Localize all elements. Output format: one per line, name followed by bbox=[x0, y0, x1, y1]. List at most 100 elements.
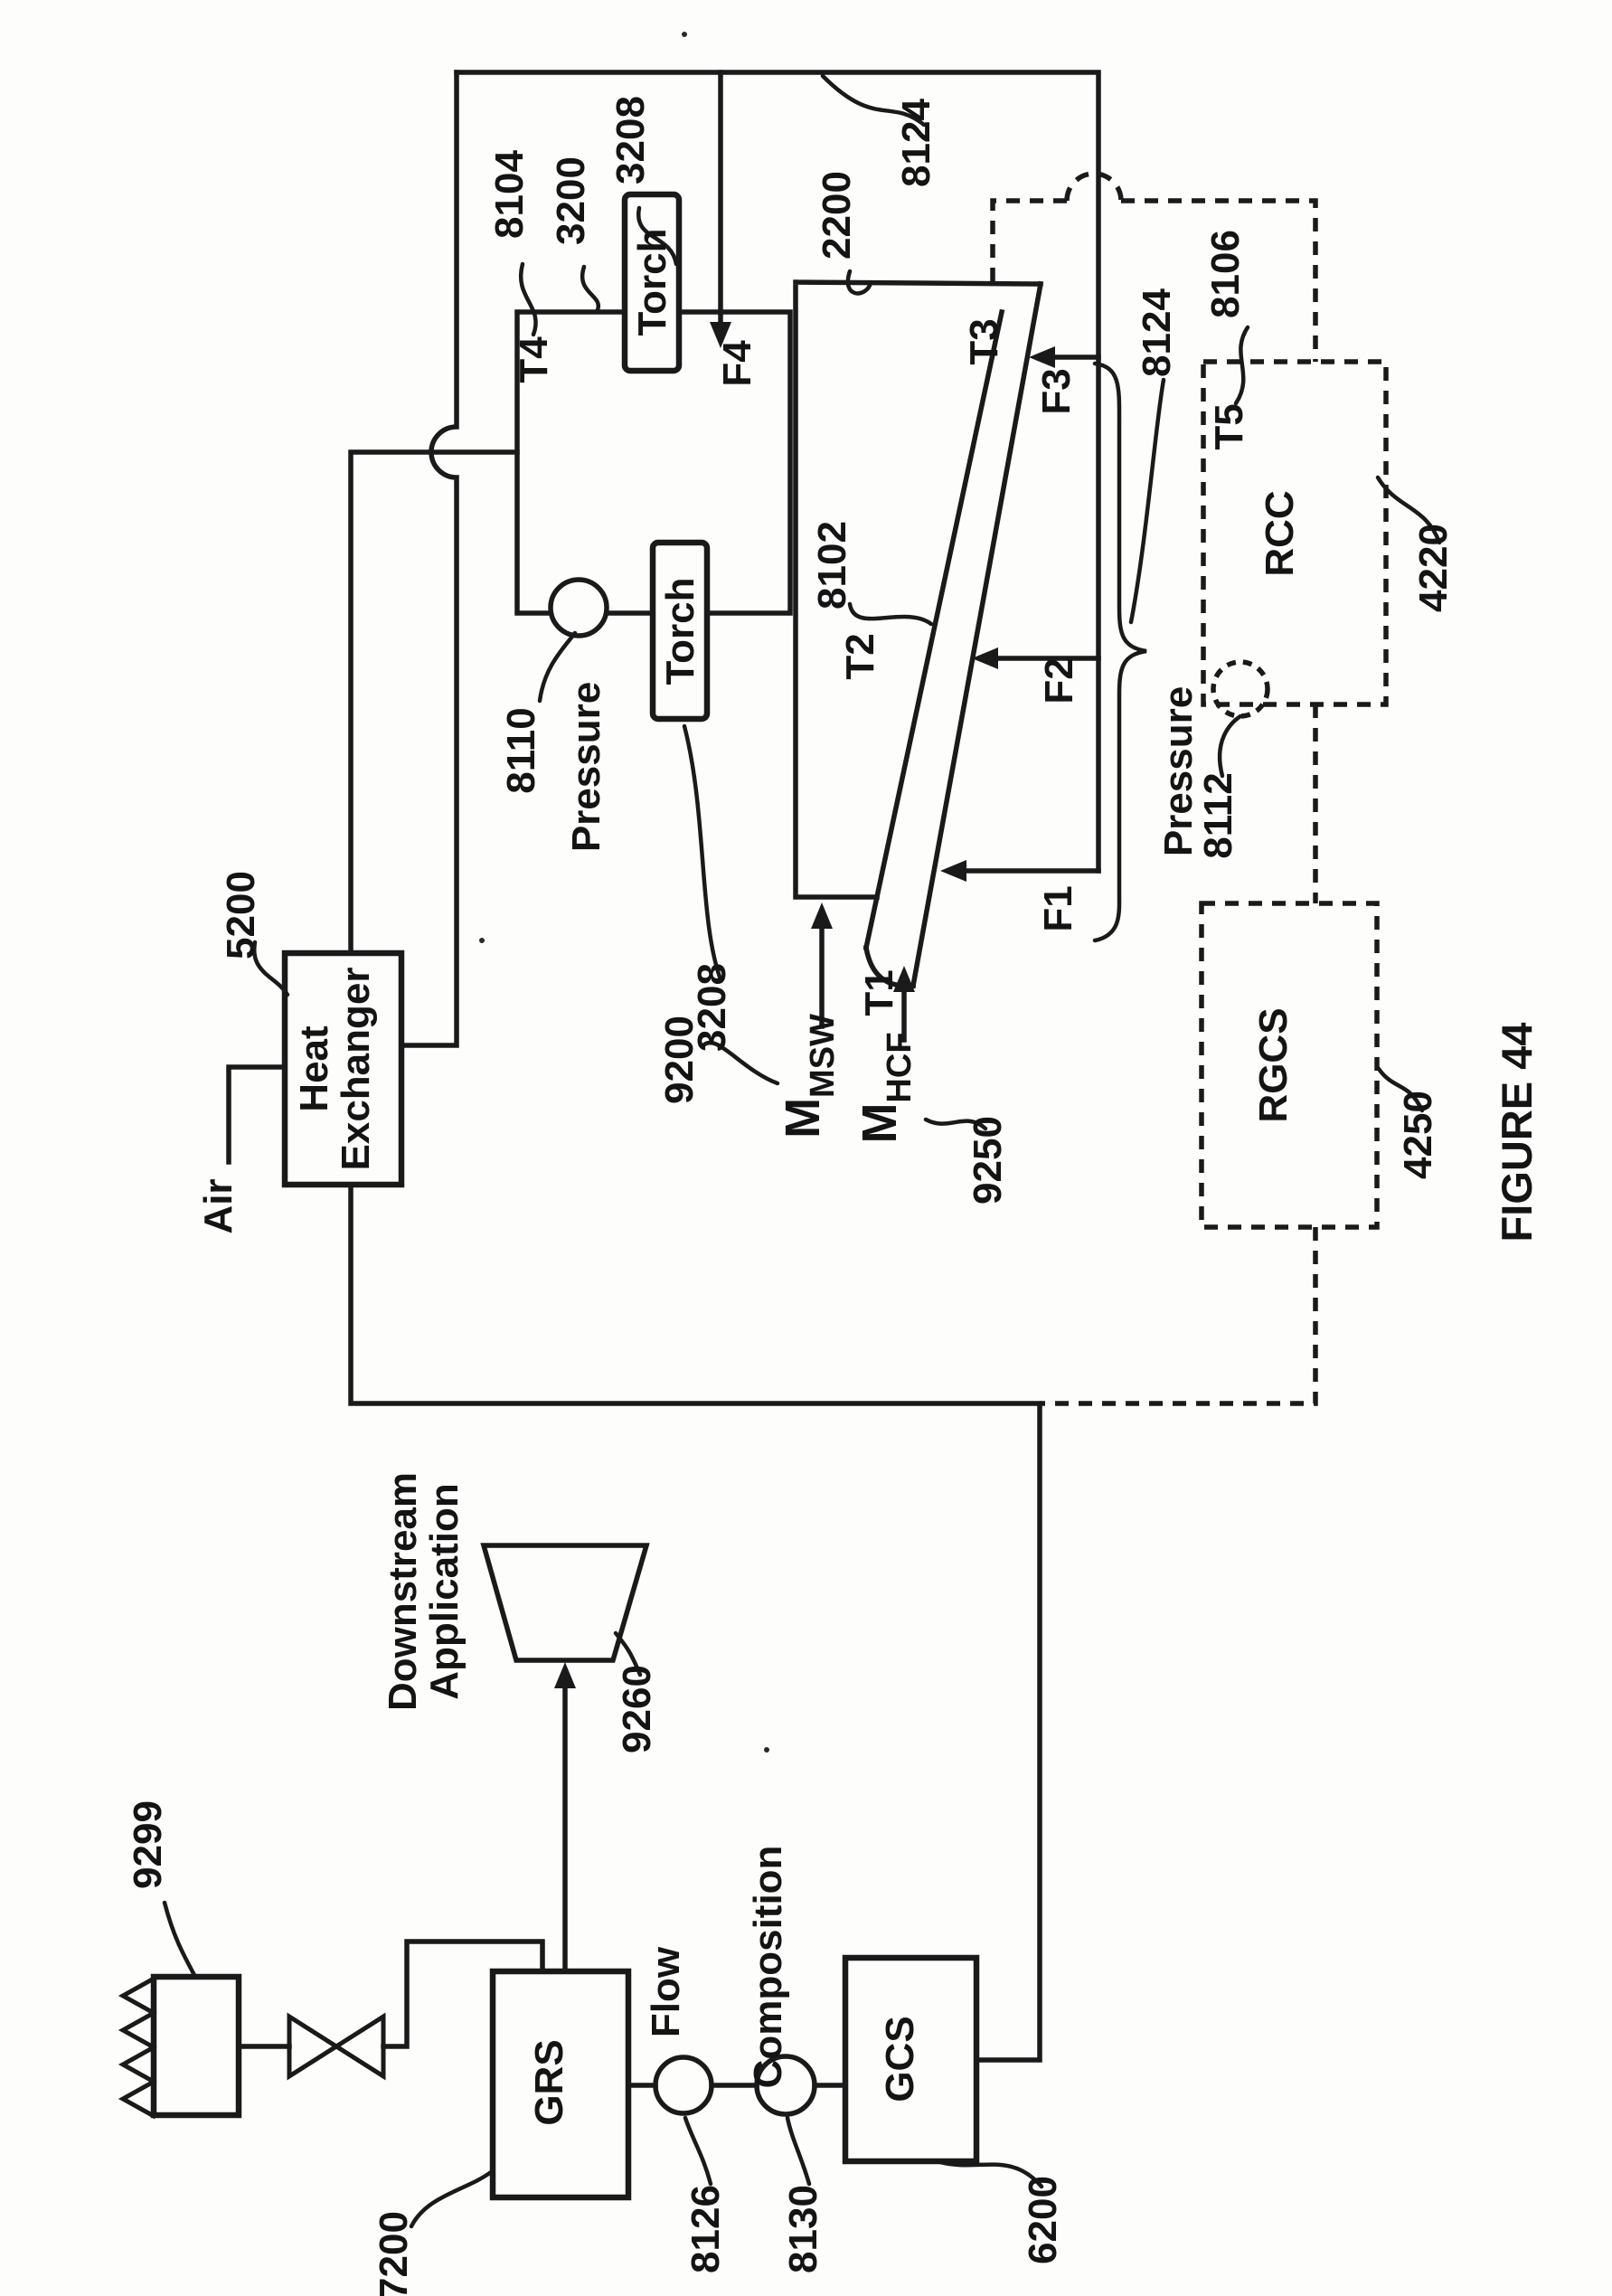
leader-2200 bbox=[845, 269, 873, 296]
he-to-torchbox-pipe bbox=[348, 449, 520, 956]
leader-9250 bbox=[923, 1117, 988, 1131]
label-3208-top: 3208 bbox=[608, 96, 653, 184]
valve-symbol bbox=[287, 2012, 386, 2081]
conduit-he-branch-with-hop bbox=[399, 70, 459, 1048]
torch-top-box bbox=[621, 191, 683, 374]
leader-8130 bbox=[785, 2115, 812, 2187]
flare-box-9299 bbox=[150, 1973, 242, 2119]
label-grs: GRS bbox=[527, 2039, 571, 2125]
label-gcs: GCS bbox=[878, 2016, 922, 2102]
label-9200: 9200 bbox=[657, 1016, 702, 1104]
t3-arrowhead bbox=[1029, 346, 1055, 368]
label-exchanger: Exchanger bbox=[334, 968, 378, 1171]
label-8126: 8126 bbox=[683, 2185, 728, 2273]
leader-7200 bbox=[409, 2169, 494, 2229]
downstream-arrowhead bbox=[554, 1662, 576, 1688]
gcs-box bbox=[842, 1954, 980, 2165]
leader-8124-brace bbox=[1128, 377, 1166, 625]
label-8124-top: 8124 bbox=[894, 99, 938, 187]
heat-exchanger-box bbox=[281, 950, 405, 1188]
scan-artifact-dot bbox=[764, 1747, 769, 1753]
f4-arrowhead bbox=[710, 322, 731, 348]
leader-3200 bbox=[580, 264, 601, 315]
label-t3: T3 bbox=[962, 318, 1006, 364]
label-torch-top: Torch bbox=[630, 229, 674, 336]
scan-artifact-dot bbox=[682, 32, 687, 37]
flow-meter-circle bbox=[653, 2055, 714, 2116]
label-rgcs: RGCS bbox=[1251, 1007, 1296, 1122]
label-f1: F1 bbox=[1036, 885, 1080, 931]
label-f2: F2 bbox=[1037, 657, 1081, 704]
rgcs-to-loop-line bbox=[1040, 1227, 1318, 1406]
msw-feed-arrowhead bbox=[811, 902, 833, 929]
label-7200: 7200 bbox=[372, 2211, 416, 2296]
label-rcc: RCC bbox=[1258, 490, 1302, 576]
valve-to-grs-line bbox=[381, 1939, 545, 2049]
label-air: Air bbox=[196, 1178, 240, 1233]
t2-arrowhead bbox=[972, 647, 998, 669]
label-8102: 8102 bbox=[810, 521, 854, 609]
label-m-msw: MMSW bbox=[776, 1014, 842, 1139]
label-t1: T1 bbox=[857, 969, 901, 1016]
leader-4250 bbox=[1376, 1066, 1425, 1113]
label-composition: Composition bbox=[746, 1846, 790, 2089]
hcf-feed-arrowhead bbox=[893, 966, 915, 992]
label-9299: 9299 bbox=[126, 1800, 170, 1889]
pressure-gauge-8112 bbox=[1211, 659, 1270, 719]
leader-9260 bbox=[613, 1630, 643, 1677]
label-6200: 6200 bbox=[1021, 2176, 1065, 2264]
leader-4220 bbox=[1375, 475, 1442, 545]
leader-8126 bbox=[683, 2115, 713, 2187]
flare-flames bbox=[118, 1975, 157, 2120]
channel-line-right bbox=[910, 280, 1044, 989]
pressure-gauge-8110 bbox=[548, 577, 609, 638]
label-8110: 8110 bbox=[499, 707, 543, 793]
label-flow: Flow bbox=[644, 1946, 688, 2037]
label-3200: 3200 bbox=[549, 156, 593, 245]
label-8130: 8130 bbox=[781, 2185, 825, 2273]
label-f3: F3 bbox=[1034, 368, 1079, 414]
torch-bottom-box bbox=[649, 539, 711, 723]
label-pressure-rcc: Pressure bbox=[1156, 686, 1201, 856]
air-inlet-line bbox=[226, 1064, 288, 1165]
control-line-8106 bbox=[990, 198, 1318, 362]
rgcs-box bbox=[1199, 901, 1380, 1230]
label-heat: Heat bbox=[292, 1025, 336, 1112]
leader-3208-top bbox=[636, 205, 679, 267]
label-9260: 9260 bbox=[615, 1665, 659, 1753]
scan-artifact-dot bbox=[479, 938, 485, 943]
label-4220: 4220 bbox=[1411, 524, 1456, 612]
recycle-conduit-top bbox=[454, 70, 1101, 874]
label-t4: T4 bbox=[512, 336, 556, 383]
label-t2: T2 bbox=[838, 633, 882, 679]
label-8106: 8106 bbox=[1203, 230, 1248, 318]
leader-8106-t5 bbox=[1233, 325, 1250, 406]
leader-9200 bbox=[700, 1040, 780, 1086]
leader-8112 bbox=[1217, 713, 1243, 779]
label-8124-brace: 8124 bbox=[1135, 288, 1179, 377]
label-8104: 8104 bbox=[487, 150, 532, 239]
torch-box-3200 bbox=[514, 309, 793, 616]
channel-line-left bbox=[863, 308, 1005, 951]
label-torch-bottom: Torch bbox=[658, 578, 702, 685]
leader-6200 bbox=[938, 2159, 1044, 2189]
label-t5: T5 bbox=[1207, 403, 1251, 449]
downstream-trapezoid bbox=[480, 1543, 650, 1663]
grs-box bbox=[489, 1968, 632, 2201]
leader-8104 bbox=[519, 261, 538, 337]
leader-3208-bottom bbox=[682, 723, 723, 982]
leader-9299 bbox=[162, 1900, 198, 1979]
t1-arrowhead bbox=[940, 860, 966, 882]
figure-caption: FIGURE 44 bbox=[1493, 1023, 1541, 1242]
label-m-hcf: MHCF bbox=[853, 1032, 919, 1143]
leader-5200 bbox=[251, 940, 290, 997]
rcc-box bbox=[1201, 359, 1389, 707]
f-lines-brace bbox=[1092, 361, 1147, 943]
label-f4: F4 bbox=[715, 340, 759, 387]
label-9250: 9250 bbox=[966, 1116, 1010, 1205]
label-downstream: Downstream bbox=[381, 1472, 425, 1711]
label-pressure-torch: Pressure bbox=[564, 682, 608, 852]
leader-8124-top bbox=[820, 73, 927, 128]
